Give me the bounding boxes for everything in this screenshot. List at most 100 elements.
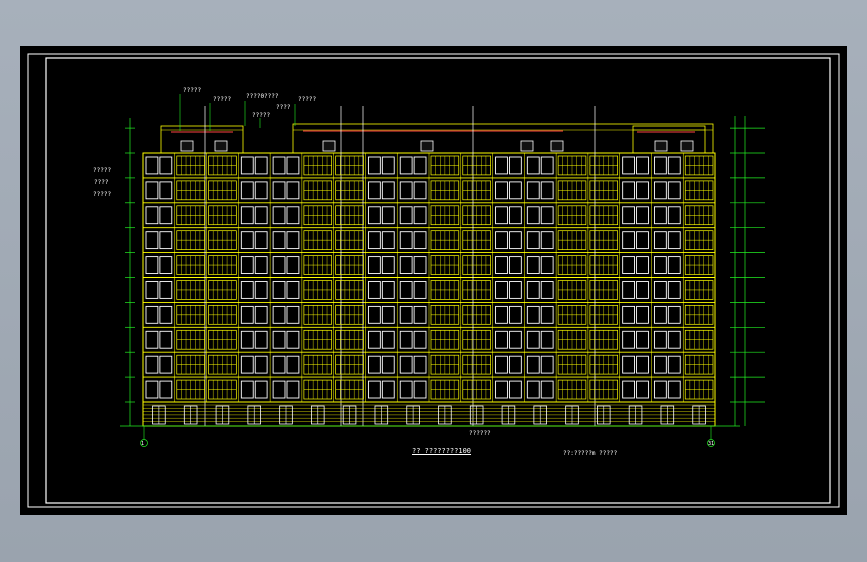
window <box>367 231 381 250</box>
window <box>667 380 681 399</box>
window <box>495 305 508 324</box>
window <box>272 156 286 175</box>
window <box>636 355 649 374</box>
roof-window <box>654 140 668 152</box>
window <box>145 355 159 374</box>
window <box>508 355 522 374</box>
window <box>653 355 667 374</box>
center-callout: ?????? <box>469 430 491 437</box>
window <box>272 231 286 250</box>
window <box>526 281 540 299</box>
window <box>622 305 636 324</box>
window <box>399 305 413 324</box>
window <box>526 181 540 200</box>
axis-label-right: 31 <box>708 441 715 447</box>
window <box>240 305 254 324</box>
window <box>399 330 413 349</box>
window <box>526 256 540 274</box>
window <box>367 330 381 349</box>
roof-window <box>322 140 336 152</box>
window <box>526 355 540 374</box>
window <box>540 231 554 250</box>
outer-frame <box>27 53 840 508</box>
window <box>254 256 268 274</box>
window <box>667 305 681 324</box>
axis-bubble-right <box>707 439 715 447</box>
window <box>272 256 286 274</box>
window <box>508 181 522 200</box>
window <box>254 355 268 374</box>
left-callout-1: ????? <box>93 167 112 174</box>
window <box>508 330 522 349</box>
window <box>667 231 681 250</box>
window <box>622 330 636 349</box>
window <box>272 355 286 374</box>
window <box>653 156 667 175</box>
window <box>622 281 636 299</box>
window <box>272 206 286 225</box>
window <box>286 231 300 250</box>
window <box>495 380 508 399</box>
window <box>381 281 395 299</box>
window <box>145 330 159 349</box>
left-callout-3: ????? <box>93 191 112 198</box>
window <box>495 231 508 250</box>
window <box>413 281 427 299</box>
window <box>240 181 254 200</box>
window <box>413 231 427 250</box>
window <box>286 256 300 274</box>
window <box>413 206 427 225</box>
roof-window <box>550 140 564 152</box>
window <box>653 231 667 250</box>
window <box>622 181 636 200</box>
axis-label-left: 1 <box>141 441 145 447</box>
window <box>159 156 173 175</box>
window <box>367 305 381 324</box>
window <box>667 181 681 200</box>
window <box>540 206 554 225</box>
window <box>254 380 268 399</box>
window <box>622 231 636 250</box>
window <box>495 156 508 175</box>
window <box>272 305 286 324</box>
window <box>508 380 522 399</box>
window <box>622 256 636 274</box>
window <box>636 181 649 200</box>
window <box>272 181 286 200</box>
roof-window <box>420 140 434 152</box>
window <box>653 281 667 299</box>
window <box>381 156 395 175</box>
window <box>508 156 522 175</box>
roof-window <box>180 140 194 152</box>
window <box>367 355 381 374</box>
window <box>240 355 254 374</box>
window <box>540 281 554 299</box>
window <box>145 156 159 175</box>
window <box>381 181 395 200</box>
window <box>667 330 681 349</box>
window <box>367 156 381 175</box>
window <box>667 355 681 374</box>
roof-block-center <box>292 123 714 154</box>
window <box>540 156 554 175</box>
window <box>381 256 395 274</box>
window <box>508 206 522 225</box>
window <box>145 380 159 399</box>
window <box>636 380 649 399</box>
window <box>145 231 159 250</box>
window <box>367 181 381 200</box>
drawing-sheet[interactable]: ????? ????? ????0???? ????? ???? ????? ?… <box>20 46 847 515</box>
window <box>159 305 173 324</box>
window <box>159 380 173 399</box>
window <box>508 281 522 299</box>
window <box>145 281 159 299</box>
window <box>254 281 268 299</box>
window <box>381 330 395 349</box>
window <box>286 330 300 349</box>
window <box>653 256 667 274</box>
window <box>540 355 554 374</box>
window <box>399 156 413 175</box>
window <box>254 231 268 250</box>
window <box>636 231 649 250</box>
